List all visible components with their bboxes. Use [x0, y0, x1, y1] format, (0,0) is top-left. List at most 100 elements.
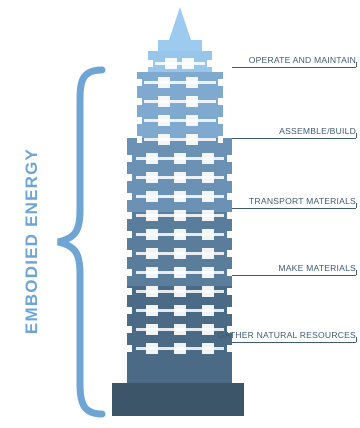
window	[174, 248, 186, 259]
window	[146, 286, 158, 297]
window	[186, 96, 198, 107]
window	[182, 58, 194, 69]
wall-notch	[127, 326, 132, 333]
stage-label: GATHER NATURAL RESOURCES	[217, 330, 356, 340]
wall-notch	[227, 345, 232, 352]
window	[174, 153, 186, 164]
window	[174, 324, 186, 335]
stage-leader-tick	[356, 337, 357, 342]
wall-notch	[127, 250, 132, 257]
wall-notch	[127, 307, 132, 314]
window	[174, 229, 186, 240]
wall-notch	[218, 98, 223, 105]
window	[158, 77, 170, 88]
window	[174, 286, 186, 297]
window	[202, 267, 214, 278]
stage-leader-tick	[356, 62, 357, 67]
wall-notch	[218, 117, 223, 124]
band-operate	[148, 51, 212, 72]
building-crown	[158, 40, 202, 51]
window	[202, 172, 214, 183]
wall-notch	[218, 79, 223, 86]
window	[202, 305, 214, 316]
wall-notch	[137, 117, 142, 124]
wall-notch	[227, 155, 232, 162]
window-ledge	[144, 138, 216, 141]
window	[146, 324, 158, 335]
window	[146, 210, 158, 221]
window	[174, 210, 186, 221]
wall-notch	[127, 288, 132, 295]
window	[158, 115, 170, 126]
wall-notch	[227, 231, 232, 238]
wall-notch	[127, 345, 132, 352]
window	[158, 134, 170, 145]
window	[146, 343, 158, 354]
window	[174, 305, 186, 316]
embodied-energy-bracket	[57, 66, 106, 418]
window	[186, 115, 198, 126]
window	[146, 229, 158, 240]
wall-notch	[227, 269, 232, 276]
stage-label: MAKE MATERIALS	[278, 263, 356, 273]
stage-leader-tick	[356, 133, 357, 138]
window-ledge	[155, 62, 205, 65]
wall-notch	[148, 60, 153, 67]
window	[186, 134, 198, 145]
wall-notch	[227, 193, 232, 200]
wall-notch	[227, 288, 232, 295]
window	[202, 210, 214, 221]
wall-notch	[137, 98, 142, 105]
wall-notch	[227, 307, 232, 314]
wall-notch	[227, 212, 232, 219]
wall-notch	[137, 136, 142, 143]
window	[146, 191, 158, 202]
window	[165, 58, 177, 69]
window	[202, 153, 214, 164]
stage-label: ASSEMBLE/BUILD	[279, 126, 356, 136]
window	[146, 172, 158, 183]
window	[174, 172, 186, 183]
window	[146, 305, 158, 316]
window-ledge	[144, 100, 216, 103]
stage-leader-line	[232, 67, 356, 68]
window	[146, 153, 158, 164]
stage-leader-line	[232, 342, 356, 343]
stage-leader-tick	[356, 203, 357, 208]
window	[174, 267, 186, 278]
stage-leader-line	[232, 208, 356, 209]
window	[174, 343, 186, 354]
building-spire	[169, 7, 191, 40]
window	[202, 343, 214, 354]
wall-notch	[127, 155, 132, 162]
stage-leader-line	[232, 275, 356, 276]
window	[202, 324, 214, 335]
window	[202, 191, 214, 202]
wall-notch	[127, 193, 132, 200]
window	[146, 267, 158, 278]
stage-label: TRANSPORT MATERIALS	[249, 196, 356, 206]
window	[202, 248, 214, 259]
window	[174, 191, 186, 202]
window-ledge	[144, 81, 216, 84]
wall-notch	[127, 174, 132, 181]
stage-leader-line	[232, 138, 356, 139]
wall-notch	[127, 269, 132, 276]
wall-notch	[137, 79, 142, 86]
wall-notch	[127, 231, 132, 238]
wall-notch	[227, 250, 232, 257]
window	[202, 286, 214, 297]
window	[202, 229, 214, 240]
window	[146, 248, 158, 259]
wall-notch	[227, 174, 232, 181]
window	[186, 77, 198, 88]
building-base	[112, 383, 244, 416]
stage-leader-tick	[356, 270, 357, 275]
wall-notch	[127, 212, 132, 219]
window-ledge	[144, 119, 216, 122]
embodied-energy-label: EMBODIED ENERGY	[22, 147, 41, 335]
wall-notch	[227, 326, 232, 333]
stage-label: OPERATE AND MAINTAIN	[248, 55, 356, 65]
